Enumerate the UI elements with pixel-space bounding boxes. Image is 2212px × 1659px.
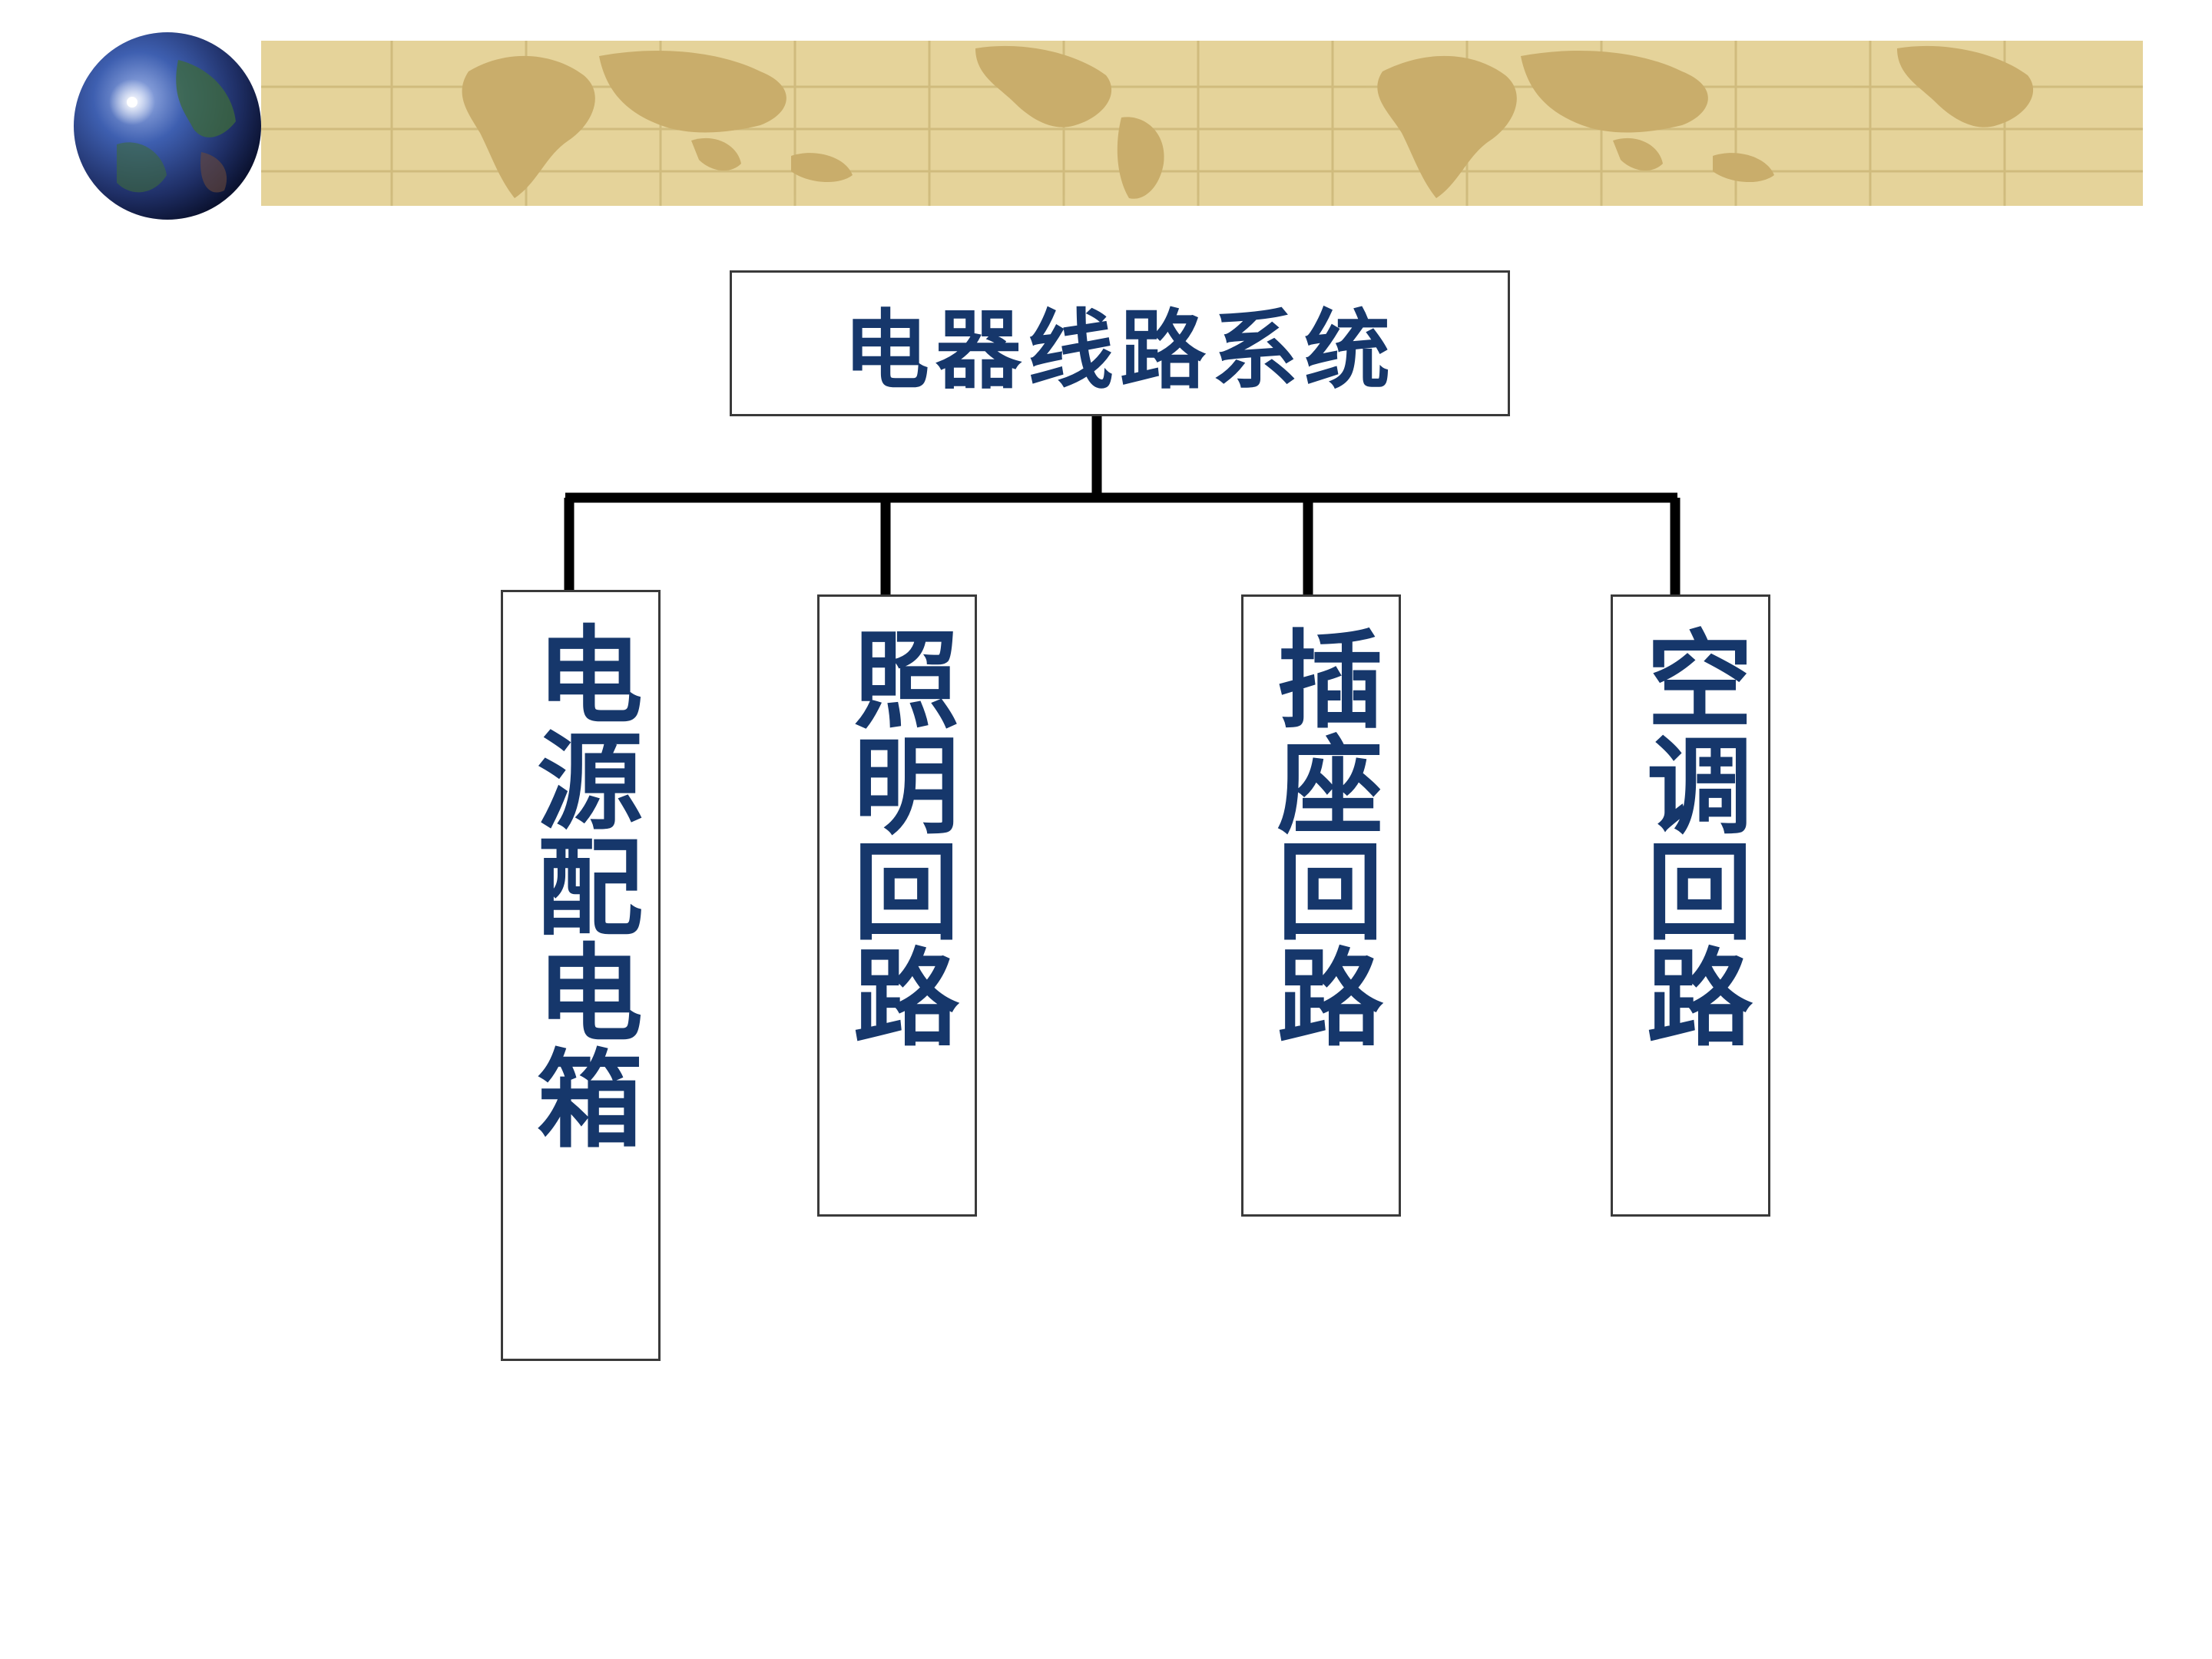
root-node-label: 电器线路系统 bbox=[843, 300, 1396, 401]
child-node-label: 照明回路 bbox=[835, 624, 960, 1048]
root-node: 电器线路系统 bbox=[730, 270, 1510, 416]
child-node-label: 电源配电箱 bbox=[518, 620, 644, 1150]
world-map-banner bbox=[261, 41, 2143, 206]
globe-icon bbox=[74, 32, 261, 220]
child-node-power-distribution-box: 电源配电箱 bbox=[501, 590, 661, 1361]
child-node-air-conditioning-circuit: 空调回路 bbox=[1611, 594, 1770, 1217]
child-node-label: 空调回路 bbox=[1628, 624, 1753, 1048]
child-node-lighting-circuit: 照明回路 bbox=[817, 594, 977, 1217]
child-node-label: 插座回路 bbox=[1259, 624, 1384, 1048]
child-node-socket-circuit: 插座回路 bbox=[1241, 594, 1401, 1217]
